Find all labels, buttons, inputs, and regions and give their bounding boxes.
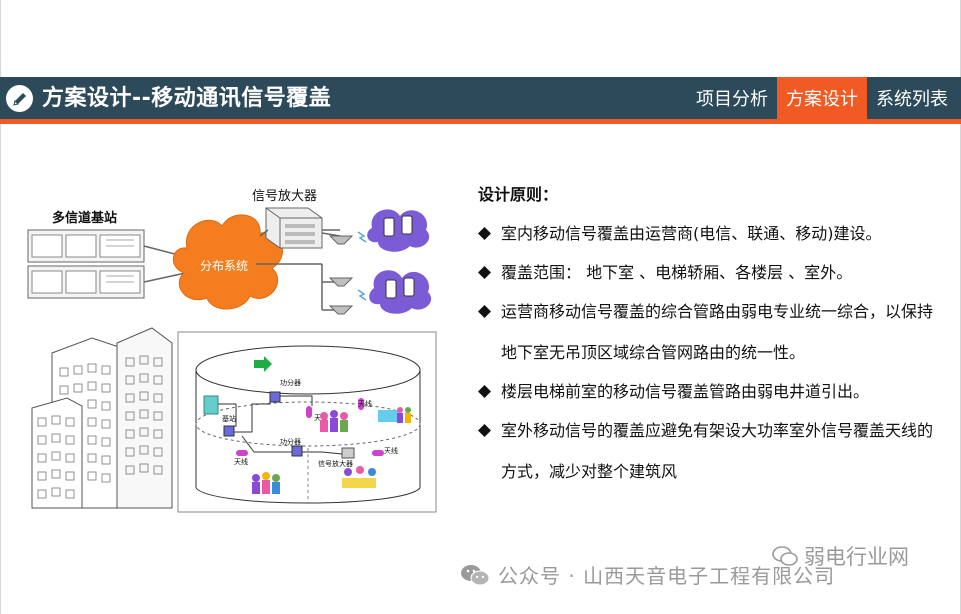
base-station-icon xyxy=(27,229,145,299)
phone-cloud-icon xyxy=(367,209,430,252)
principle-text: 室内移动信号覆盖由运营商(电信、联通、移动)建设。 xyxy=(501,224,882,243)
principle-text: 覆盖范围： 地下室 、电梯轿厢、各楼层 、室外。 xyxy=(501,263,853,282)
brand-watermark: 弱电行业网 xyxy=(772,541,909,571)
list-item: 覆盖范围： 地下室 、电梯轿厢、各楼层 、室外。 xyxy=(478,261,948,284)
nav-tabs: 项目分析 方案设计 系统列表 xyxy=(687,77,957,119)
principle-text: 楼层电梯前室的移动信号覆盖管路由弱电井道引出。 xyxy=(501,382,870,401)
people-group xyxy=(378,407,411,423)
amplifier-label: 信号放大器 xyxy=(252,189,317,204)
label-power-divider-bottom: 功分器 xyxy=(280,437,301,446)
diamond-bullet-icon xyxy=(478,385,491,398)
principle-text: 运营商移动信号覆盖的综合管路由弱电专业统一综合，以保持地下室无吊顶区域综合管网路… xyxy=(501,302,934,362)
people-group xyxy=(342,466,376,488)
brand-text: 弱电行业网 xyxy=(804,545,909,569)
tab-scheme-design[interactable]: 方案设计 xyxy=(777,77,867,119)
antenna-icon xyxy=(328,277,354,287)
distribution-cloud xyxy=(173,214,283,310)
building-icon xyxy=(31,327,173,509)
diamond-bullet-icon xyxy=(478,266,491,279)
amplifier-icon xyxy=(265,207,323,249)
diamond-bullet-icon xyxy=(478,305,491,318)
base-station-label: 多信道基站 xyxy=(52,210,117,226)
principles-title: 设计原则： xyxy=(478,185,559,204)
label-base: 基站 xyxy=(222,414,236,423)
account-watermark: 公众号 · 山西天音电子工程有限公司 xyxy=(460,560,835,589)
coverage-diagram: 多信道基站 分布系统 信号放大器 xyxy=(27,189,437,513)
account-text: 公众号 · 山西天音电子工程有限公司 xyxy=(498,564,836,588)
people-group xyxy=(252,472,280,494)
diamond-bullet-icon xyxy=(478,424,491,437)
diamond-bullet-icon xyxy=(478,227,491,240)
tab-system-list[interactable]: 系统列表 xyxy=(876,89,948,110)
label-antenna-right: 天线 xyxy=(358,399,372,408)
label-power-divider-top: 功分器 xyxy=(280,378,301,387)
wechat-icon xyxy=(772,546,798,566)
tab-project-analysis[interactable]: 项目分析 xyxy=(696,89,768,110)
distribution-label: 分布系统 xyxy=(200,259,248,273)
principles-list: 室内移动信号覆盖由运营商(电信、联通、移动)建设。 覆盖范围： 地下室 、电梯轿… xyxy=(478,222,948,499)
phone-cloud-icon xyxy=(369,270,432,314)
principle-text: 室外移动信号的覆盖应避免有架设大功率室外信号覆盖天线的方式，减少对整个建筑风 xyxy=(501,421,934,481)
pencil-icon xyxy=(6,85,33,112)
list-item: 楼层电梯前室的移动信号覆盖管路由弱电井道引出。 xyxy=(478,380,948,403)
label-antenna-left: 天线 xyxy=(234,457,248,466)
antenna-icon xyxy=(328,235,354,245)
people-group xyxy=(320,410,348,432)
list-item: 室内移动信号覆盖由运营商(电信、联通、移动)建设。 xyxy=(478,222,948,245)
page-title: 方案设计--移动通讯信号覆盖 xyxy=(42,86,332,111)
wechat-icon xyxy=(461,564,490,585)
page-border-left xyxy=(0,0,1,614)
list-item: 室外移动信号的覆盖应避免有架设大功率室外信号覆盖天线的方式，减少对整个建筑风 xyxy=(478,410,948,492)
antenna-icon xyxy=(328,305,354,315)
list-item: 运营商移动信号覆盖的综合管路由弱电专业统一综合，以保持地下室无吊顶区域综合管网路… xyxy=(478,291,948,373)
header-accent-line xyxy=(0,119,961,124)
label-amplifier-small: 信号放大器 xyxy=(318,459,353,468)
label-antenna-bottom: 天线 xyxy=(384,446,398,455)
